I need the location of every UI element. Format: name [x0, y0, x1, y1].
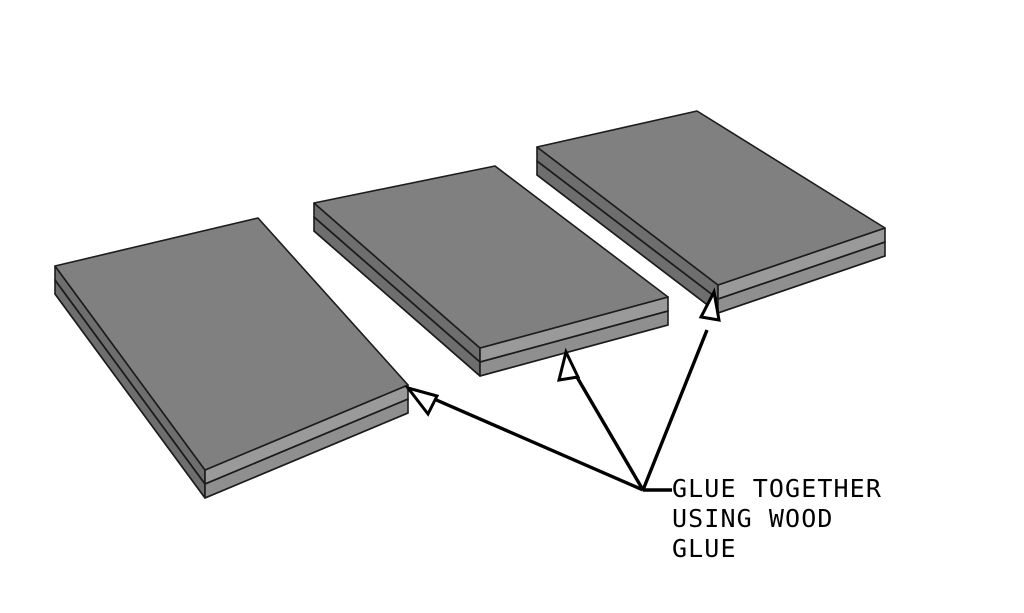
callout-line-3: GLUE — [672, 534, 737, 563]
panel-left-glue-seam-2 — [54, 293, 409, 499]
leader-line-to-right-panel — [641, 329, 709, 491]
glue-callout-text-block: GLUE TOGETHER USING WOOD GLUE — [672, 474, 882, 563]
panel-left-glue-seam-1 — [54, 279, 409, 485]
leader-line-to-left-panel — [417, 390, 644, 492]
panel-middle-glue-seam-2 — [313, 230, 669, 377]
panel-right — [536, 110, 886, 314]
arrowhead-icon-left-panel — [404, 385, 440, 417]
callout-line-2: USING WOOD — [672, 504, 834, 533]
callout-leaders — [404, 287, 721, 492]
panel-middle-glue-seam-1 — [313, 216, 669, 363]
arrowhead-icon-right-panel — [698, 287, 721, 322]
panel-left — [54, 217, 409, 499]
leader-line-to-middle-panel — [572, 371, 645, 491]
panel-middle-top-face — [313, 165, 669, 349]
panel-right-glue-seam-1 — [536, 160, 886, 300]
panel-middle — [313, 165, 669, 377]
callout-line-1: GLUE TOGETHER — [672, 474, 882, 503]
arrowhead-icon-middle-panel — [556, 347, 581, 382]
panel-right-top-face — [536, 110, 886, 286]
panel-left-top-face — [54, 217, 409, 471]
